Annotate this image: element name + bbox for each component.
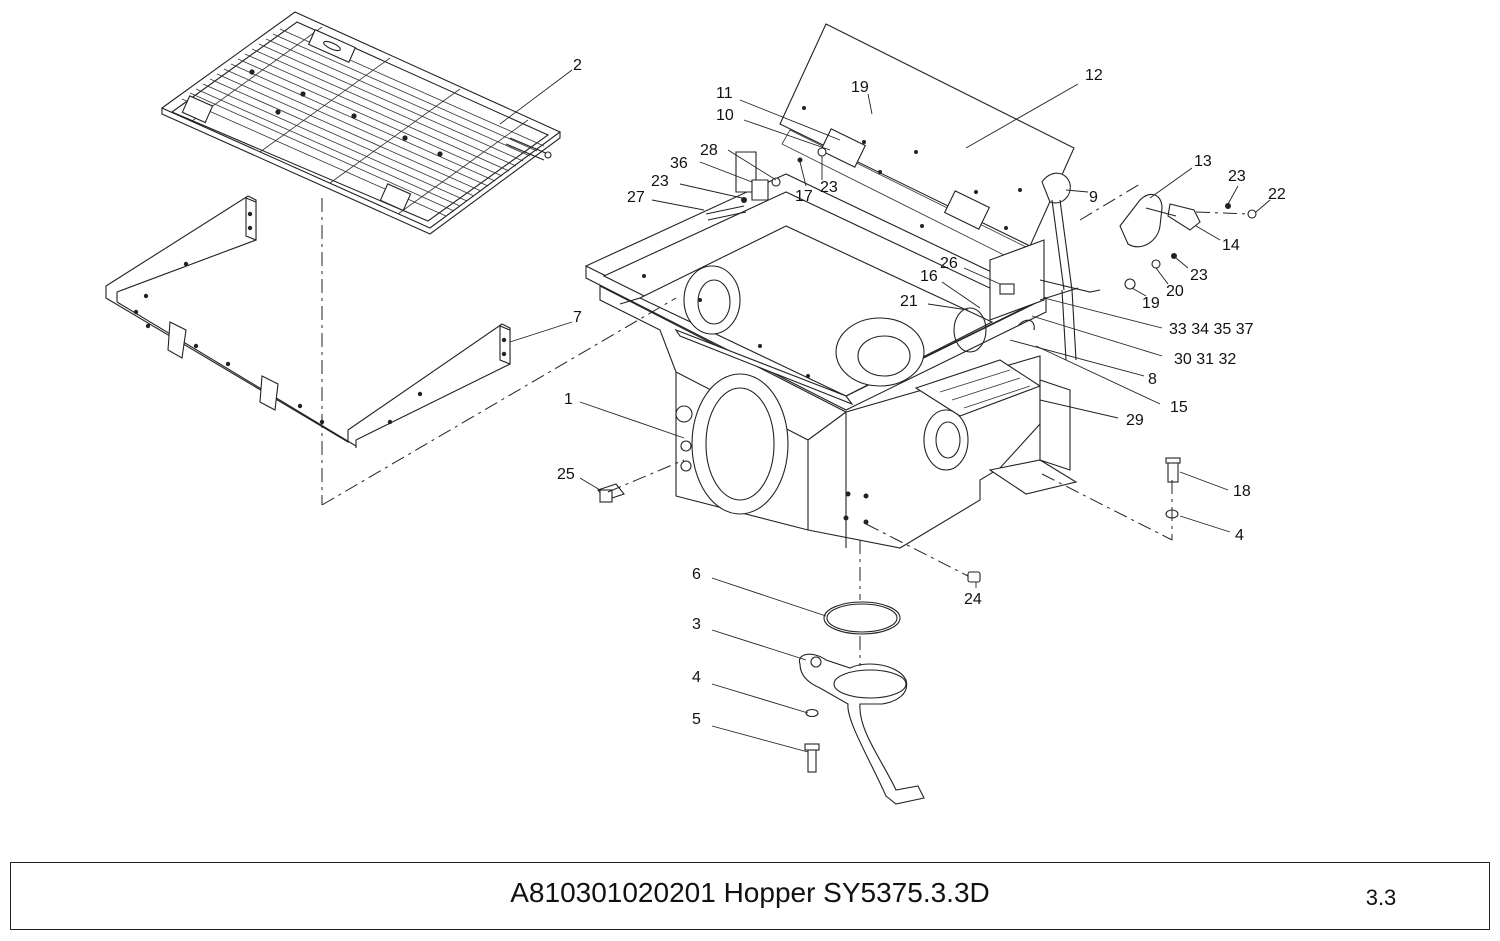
bracket-assembly-part	[1119, 193, 1257, 290]
callout-21: 21	[900, 293, 918, 310]
grating-part	[160, 11, 562, 235]
callout-30-31-32: 30 31 32	[1174, 351, 1236, 368]
callout-7: 7	[573, 309, 582, 326]
leader-lines	[499, 69, 1271, 753]
callout-28: 28	[700, 142, 718, 159]
callout-17: 17	[795, 188, 813, 205]
lever-part	[953, 172, 1101, 361]
callout-6: 6	[692, 566, 701, 583]
callout-19-right: 19	[1142, 295, 1160, 312]
callout-33-34-35-37: 33 34 35 37	[1169, 321, 1254, 338]
drawing-title: A810301020201 Hopper SY5375.3.3D	[510, 877, 990, 908]
callout-15: 15	[1170, 399, 1188, 416]
callout-23-a: 23	[651, 173, 669, 190]
callout-1: 1	[564, 391, 573, 408]
callout-27: 27	[627, 189, 645, 206]
callout-11: 11	[716, 85, 733, 102]
callout-9: 9	[1089, 189, 1098, 206]
callout-29: 29	[1126, 412, 1144, 429]
hopper-exploded-view: 1 2 3 4 4 5 6 7 8 9 10 11 12 13 14 15 16…	[105, 11, 1286, 805]
callout-22: 22	[1268, 186, 1286, 203]
callout-18: 18	[1233, 483, 1251, 500]
callout-36: 36	[670, 155, 688, 172]
lid-part	[779, 23, 1075, 263]
callout-4-right: 4	[1235, 527, 1244, 544]
callout-23-d: 23	[1190, 267, 1208, 284]
callout-5: 5	[692, 711, 701, 728]
callout-26: 26	[940, 255, 958, 272]
callout-23-b: 23	[820, 179, 838, 196]
callout-3: 3	[692, 616, 701, 633]
frame-part	[105, 195, 511, 448]
title-block: A810301020201 Hopper SY5375.3.3D 3.3	[10, 862, 1490, 930]
callout-4-bottom: 4	[692, 669, 701, 686]
callout-8: 8	[1148, 371, 1157, 388]
callout-10: 10	[716, 107, 734, 124]
callout-23-c: 23	[1228, 168, 1246, 185]
callout-16: 16	[920, 268, 938, 285]
callout-labels: 1 2 3 4 4 5 6 7 8 9 10 11 12 13 14 15 16…	[557, 57, 1286, 728]
callout-2: 2	[573, 57, 582, 74]
callout-20: 20	[1166, 283, 1184, 300]
footrest-part	[914, 359, 1078, 495]
callout-25: 25	[557, 466, 575, 483]
page-number: 3.3	[1365, 885, 1397, 910]
callout-14: 14	[1222, 237, 1240, 254]
center-lines	[321, 183, 1251, 666]
callout-13: 13	[1194, 153, 1212, 170]
plug-plate-part	[597, 457, 1181, 805]
hopper-body-part	[584, 173, 1048, 549]
callout-12: 12	[1085, 67, 1103, 84]
callout-24: 24	[964, 591, 982, 608]
callout-19-top: 19	[851, 79, 869, 96]
